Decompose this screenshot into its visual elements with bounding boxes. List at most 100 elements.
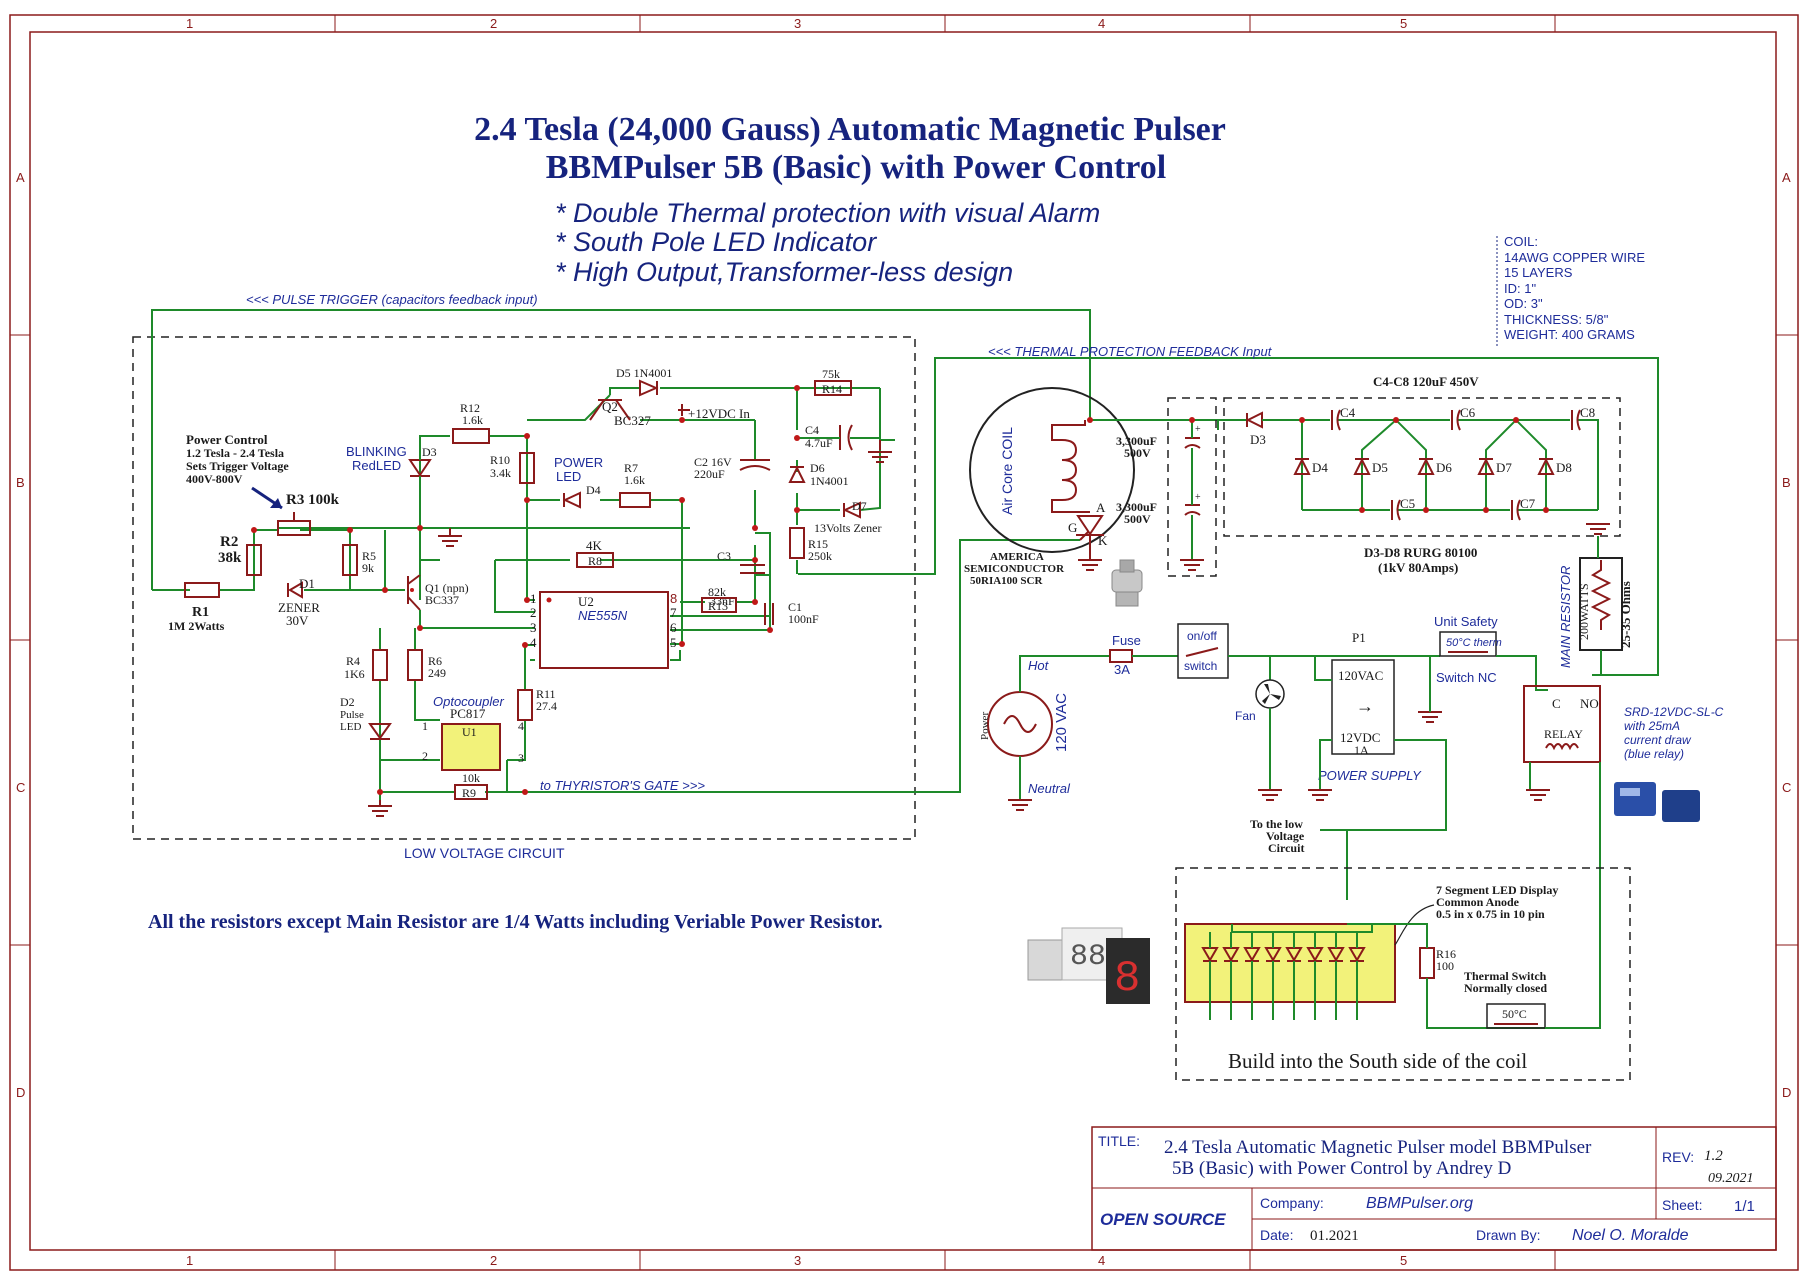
u2-pin-1: 1 [530, 591, 537, 606]
r14-value: 75k [822, 367, 840, 381]
r3-arrow-head [270, 498, 282, 508]
tb-title-line2: 5B (Basic) with Power Control by Andrey … [1172, 1158, 1511, 1179]
vac-label: 120 VAC [1053, 693, 1070, 752]
r7-value: 1.6k [624, 473, 645, 487]
diode-d7 [1477, 457, 1495, 475]
opto-pin-4: 4 [518, 719, 524, 733]
opto-part: PC817 [450, 706, 486, 721]
relay-note-0: SRD-12VDC-SL-C [1624, 705, 1724, 719]
zener-value: 30V [286, 613, 309, 628]
led-display-0: 7 Segment LED Display [1436, 883, 1558, 897]
coil-label: Air Core COIL [999, 427, 1015, 515]
unit-safety-nc: Switch NC [1436, 670, 1497, 685]
frame-row-a: A [16, 170, 25, 185]
q1-value: BC337 [425, 593, 459, 607]
r13-label: R13 [708, 599, 728, 613]
svg-text:8: 8 [1114, 954, 1140, 1004]
r8-resistor [576, 552, 614, 568]
frame-col-1: 1 [186, 16, 193, 31]
power-control-2: Sets Trigger Voltage [186, 459, 289, 473]
power-led-sub: LED [556, 469, 581, 484]
diode-d3-label: D3 [1250, 432, 1266, 447]
diode-d8-label: D8 [1556, 460, 1572, 475]
cap-plus-2: + [1195, 492, 1201, 503]
u2-label: U2 [578, 594, 594, 609]
d1-zener [288, 581, 303, 599]
frame-col-4: 4 [1098, 16, 1105, 31]
power-led-label: POWER [554, 455, 603, 470]
frame-row-b-right: B [1782, 475, 1791, 490]
main-resistor-label: MAIN RESISTOR [1558, 566, 1573, 668]
diode-d4-label: D4 [1312, 460, 1328, 475]
u2-pin-2: 2 [530, 605, 537, 620]
tb-rev-date: 09.2021 [1708, 1171, 1754, 1186]
frame-col-4-bottom: 4 [1098, 1253, 1105, 1268]
frame-col-3: 3 [794, 16, 801, 31]
relay-c: C [1552, 696, 1561, 711]
r7-resistor [619, 492, 651, 508]
unit-safety-label: Unit Safety [1434, 614, 1498, 629]
resistor-note: All the resistors except Main Resistor a… [148, 911, 883, 933]
coil-info-1: 14AWG COPPER WIRE [1504, 250, 1645, 265]
to-low-voltage-0: To the low [1250, 817, 1303, 831]
zener13-label: 13Volts Zener [814, 521, 881, 535]
main-resistor-watts: 200WATTS [1577, 583, 1591, 640]
frame-row-d-right: D [1782, 1085, 1791, 1100]
d2-label: D2 [340, 695, 355, 709]
tb-company[interactable]: BBMPulser.org [1366, 1195, 1473, 1212]
scr-photo [1111, 559, 1143, 607]
r1-label: R1 [192, 605, 209, 620]
r5-resistor [342, 544, 358, 576]
d5-label: D5 1N4001 [616, 366, 672, 380]
r12-resistor [452, 428, 490, 444]
thermal-switch-0: Thermal Switch [1464, 969, 1547, 983]
fuse-label: Fuse [1112, 633, 1141, 648]
display-module-box [1175, 867, 1631, 1081]
diode-d6-label: D6 [1436, 460, 1452, 475]
q2-label: Q2 [602, 399, 618, 414]
relay-photo [1614, 782, 1700, 822]
u2-pin-4: 4 [530, 635, 537, 650]
psu-amps: 1A [1354, 743, 1369, 757]
opto-pin-3: 3 [518, 751, 524, 765]
c2-label: C2 16V [694, 455, 732, 469]
opto-pin-2: 2 [422, 749, 428, 763]
switch-sub: switch [1184, 659, 1217, 673]
opto-ref: U1 [462, 725, 477, 739]
u2-ne555 [539, 591, 669, 669]
cap-c8-label: C8 [1580, 405, 1595, 420]
frame-col-5-bottom: 5 [1400, 1253, 1407, 1268]
c1-value: 100nF [788, 612, 819, 626]
relay-note-3: (blue relay) [1624, 747, 1684, 761]
seven-segment-photo: 88 8 [1027, 927, 1150, 1004]
frame-row-c-right: C [1782, 780, 1791, 795]
to-low-voltage-1: Voltage [1266, 829, 1305, 843]
psu-output-wire [1320, 739, 1447, 831]
d5-diode [639, 379, 659, 397]
coil-info: COIL: 14AWG COPPER WIRE 15 LAYERS ID: 1"… [1496, 234, 1645, 348]
r5-value: 9k [362, 561, 374, 575]
c1-label: C1 [788, 600, 802, 614]
led-display-1: Common Anode [1436, 895, 1520, 909]
r11-resistor [517, 689, 533, 721]
title-line-2: BBMPulser 5B (Basic) with Power Control [546, 149, 1166, 186]
d2-pulse: Pulse [340, 709, 364, 721]
r13-value: 82k [708, 585, 726, 599]
d2-pulse-led [368, 723, 392, 740]
cap-big1-value: 3,300uF [1116, 434, 1157, 448]
r12-value: 1.6k [462, 413, 483, 427]
frame-col-2-bottom: 2 [490, 1253, 497, 1268]
power-control-0: Power Control [186, 432, 268, 447]
low-voltage-label: LOW VOLTAGE CIRCUIT [404, 845, 565, 861]
vcc-label: +12VDC In [688, 406, 750, 421]
c2-value: 220uF [694, 467, 725, 481]
hot-wire [1019, 655, 1110, 692]
psu-arrow: → [1356, 696, 1374, 716]
r9-value: 10k [462, 771, 480, 785]
frame-row-d: D [16, 1085, 25, 1100]
hv-junctions [1087, 417, 1549, 513]
d6-diode [788, 465, 806, 483]
power-label: Power [979, 712, 991, 740]
c4c8-label: C4-C8 120uF 450V [1373, 374, 1479, 389]
r4-value: 1K6 [344, 667, 365, 681]
